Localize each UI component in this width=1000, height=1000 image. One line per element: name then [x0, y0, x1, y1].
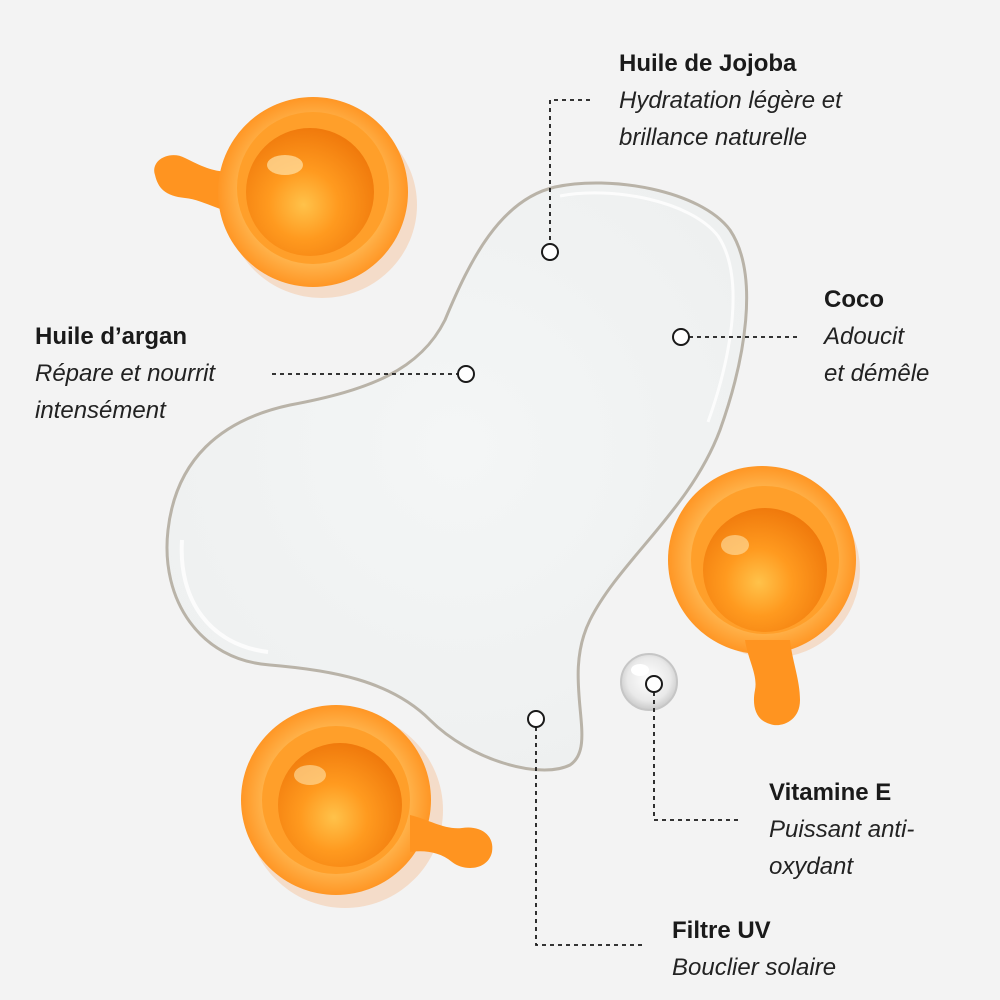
label-title: Vitamine E	[769, 779, 892, 806]
label-desc: et démêle	[824, 360, 930, 387]
marker-argan	[457, 365, 475, 383]
leader-line-vitamin-e	[653, 692, 740, 821]
leader-line-uv	[535, 727, 645, 946]
marker-coco	[672, 328, 690, 346]
capsule-top-left	[154, 97, 417, 298]
marker-jojoba	[541, 243, 559, 261]
marker-vitamin-e	[645, 675, 663, 693]
capsule-bottom-left	[241, 705, 493, 908]
label-coco: Coco Adoucit et démêle	[824, 281, 984, 392]
label-desc: Répare et nourrit	[35, 360, 216, 387]
label-desc: oxydant	[769, 853, 854, 880]
label-desc: Bouclier solaire	[672, 954, 837, 981]
label-title: Huile d’argan	[35, 323, 188, 350]
label-title: Huile de Jojoba	[619, 50, 797, 77]
label-desc: Puissant anti-	[769, 816, 915, 843]
marker-uv	[527, 710, 545, 728]
capsule-right	[668, 466, 860, 726]
leader-line-jojoba	[549, 99, 590, 244]
label-desc: Adoucit	[824, 323, 905, 350]
label-desc: Hydratation légère et	[619, 87, 842, 114]
label-vitamin-e: Vitamine E Puissant anti- oxydant	[769, 774, 969, 885]
label-title: Coco	[824, 286, 884, 313]
label-jojoba: Huile de Jojoba Hydratation légère et br…	[619, 45, 949, 156]
label-argan: Huile d’argan Répare et nourrit intensém…	[35, 318, 275, 429]
label-desc: intensément	[35, 397, 166, 424]
label-uv-filter: Filtre UV Bouclier solaire	[672, 912, 932, 986]
label-title: Filtre UV	[672, 917, 771, 944]
label-desc: brillance naturelle	[619, 124, 808, 151]
serum-blob	[165, 181, 749, 772]
